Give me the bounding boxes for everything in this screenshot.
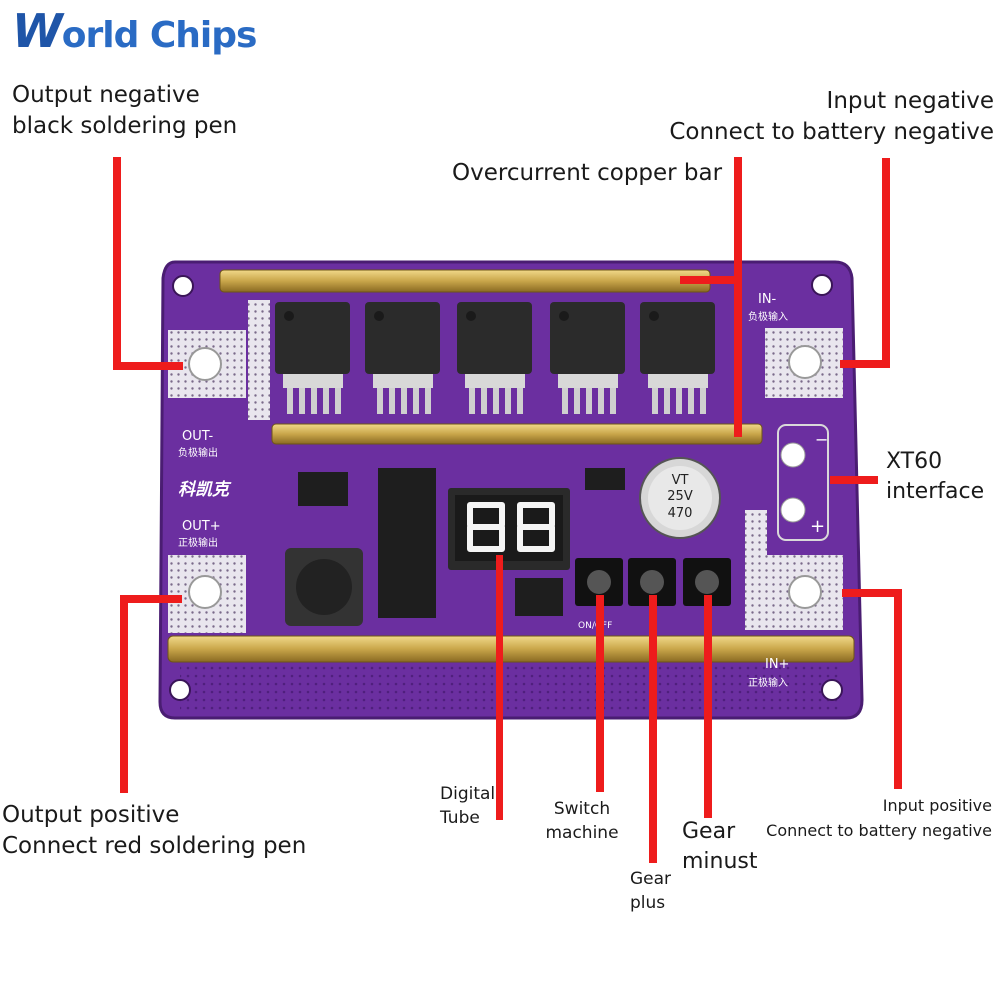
mount-hole xyxy=(172,275,194,297)
capacitor-text: 470 xyxy=(668,506,693,521)
brand-logo: World Chips xyxy=(12,4,262,70)
xt60-plus-mark: + xyxy=(810,516,825,537)
label-line: Output positive xyxy=(2,802,180,828)
callout-line-gear-minus xyxy=(704,595,712,818)
label-overcurrent-copper-bar: Overcurrent copper bar xyxy=(452,158,722,189)
copper-bar-middle xyxy=(271,423,763,445)
optocoupler xyxy=(298,472,348,506)
switch-button xyxy=(575,558,623,606)
callout-line-output-negative xyxy=(113,157,121,369)
copper-bar-top xyxy=(219,269,711,293)
label-line: machine xyxy=(545,823,619,843)
label-line: minust xyxy=(682,849,758,874)
callout-line-input-negative xyxy=(840,360,890,368)
capacitor-text: 25V xyxy=(667,489,693,504)
capacitor: VT 25V 470 xyxy=(639,457,721,539)
label-line: Connect to battery negative xyxy=(766,821,992,840)
silk-out-minus-cn: 负极输出 xyxy=(178,446,218,459)
gear-plus-button xyxy=(628,558,676,606)
callout-line-input-positive xyxy=(894,589,902,789)
label-line: Input positive xyxy=(882,796,992,815)
callout-line-overcurrent xyxy=(734,157,742,437)
ic-chip xyxy=(378,468,436,548)
silk-out-minus: OUT- xyxy=(182,429,213,444)
copper-bar-bottom xyxy=(167,635,855,663)
label-switch-machine: Switch machine xyxy=(540,797,624,845)
mount-hole xyxy=(811,274,833,296)
callout-line-gear-plus xyxy=(649,595,657,863)
label-line: Output negative xyxy=(12,82,200,108)
silk-in-minus: IN- xyxy=(758,292,777,307)
silk-in-plus: IN+ xyxy=(765,657,789,672)
xt60-minus-mark: − xyxy=(815,430,828,449)
label-xt60-interface: XT60 interface xyxy=(886,447,984,507)
label-line: Overcurrent copper bar xyxy=(452,160,723,186)
via-field xyxy=(180,660,840,710)
label-line: Connect to battery negative xyxy=(669,119,994,145)
label-gear-minus: Gear minust xyxy=(682,817,758,877)
ic-chip xyxy=(378,548,436,618)
silk-out-plus: OUT+ xyxy=(182,519,221,534)
label-line: Digital xyxy=(440,784,496,804)
callout-line-xt60 xyxy=(830,476,878,484)
label-output-negative: Output negative black soldering pen xyxy=(12,80,237,142)
mount-hole xyxy=(169,679,191,701)
callout-line-input-positive xyxy=(842,589,900,597)
label-line: Connect red soldering pen xyxy=(2,833,307,859)
label-digital-tube: Digital Tube xyxy=(440,782,495,830)
label-line: Tube xyxy=(440,808,480,828)
callout-line-switch xyxy=(596,595,604,792)
silk-out-plus-cn: 正极输出 xyxy=(178,536,218,549)
gear-minus-button xyxy=(683,558,731,606)
callout-line-output-negative xyxy=(113,362,183,370)
label-line: Gear xyxy=(682,819,736,844)
label-line: Switch xyxy=(553,799,611,819)
callout-line-output-positive xyxy=(120,595,182,603)
brand-name: orld Chips xyxy=(61,15,258,56)
label-line: Gear xyxy=(630,869,672,889)
label-gear-plus: Gear plus xyxy=(630,867,671,915)
callout-line-output-positive xyxy=(120,595,128,793)
label-output-positive: Output positive Connect red soldering pe… xyxy=(2,800,306,862)
silk-brand: 科凯克 xyxy=(178,480,232,500)
silk-on-off: ON/OFF xyxy=(578,621,612,631)
label-line: interface xyxy=(886,479,985,504)
label-line: Input negative xyxy=(826,88,994,114)
label-input-negative: Input negative Connect to battery negati… xyxy=(669,86,994,148)
callout-line-overcurrent xyxy=(680,276,740,284)
label-input-positive: Input positive Connect to battery negati… xyxy=(766,793,992,843)
silk-in-minus-cn: 负极输入 xyxy=(748,310,788,323)
callout-line-input-negative xyxy=(882,158,890,368)
mount-hole xyxy=(821,679,843,701)
label-line: black soldering pen xyxy=(12,113,238,139)
digital-tube xyxy=(448,488,570,570)
brand-logo-mark: W xyxy=(12,4,63,58)
label-line: XT60 xyxy=(886,449,943,474)
label-line: plus xyxy=(630,893,666,913)
xt60-connector: − + xyxy=(777,424,829,541)
capacitor-text: VT xyxy=(672,473,689,488)
silk-in-plus-cn: 正极输入 xyxy=(748,676,788,689)
mosfet-row xyxy=(275,302,715,414)
callout-line-digital-tube xyxy=(496,555,503,820)
